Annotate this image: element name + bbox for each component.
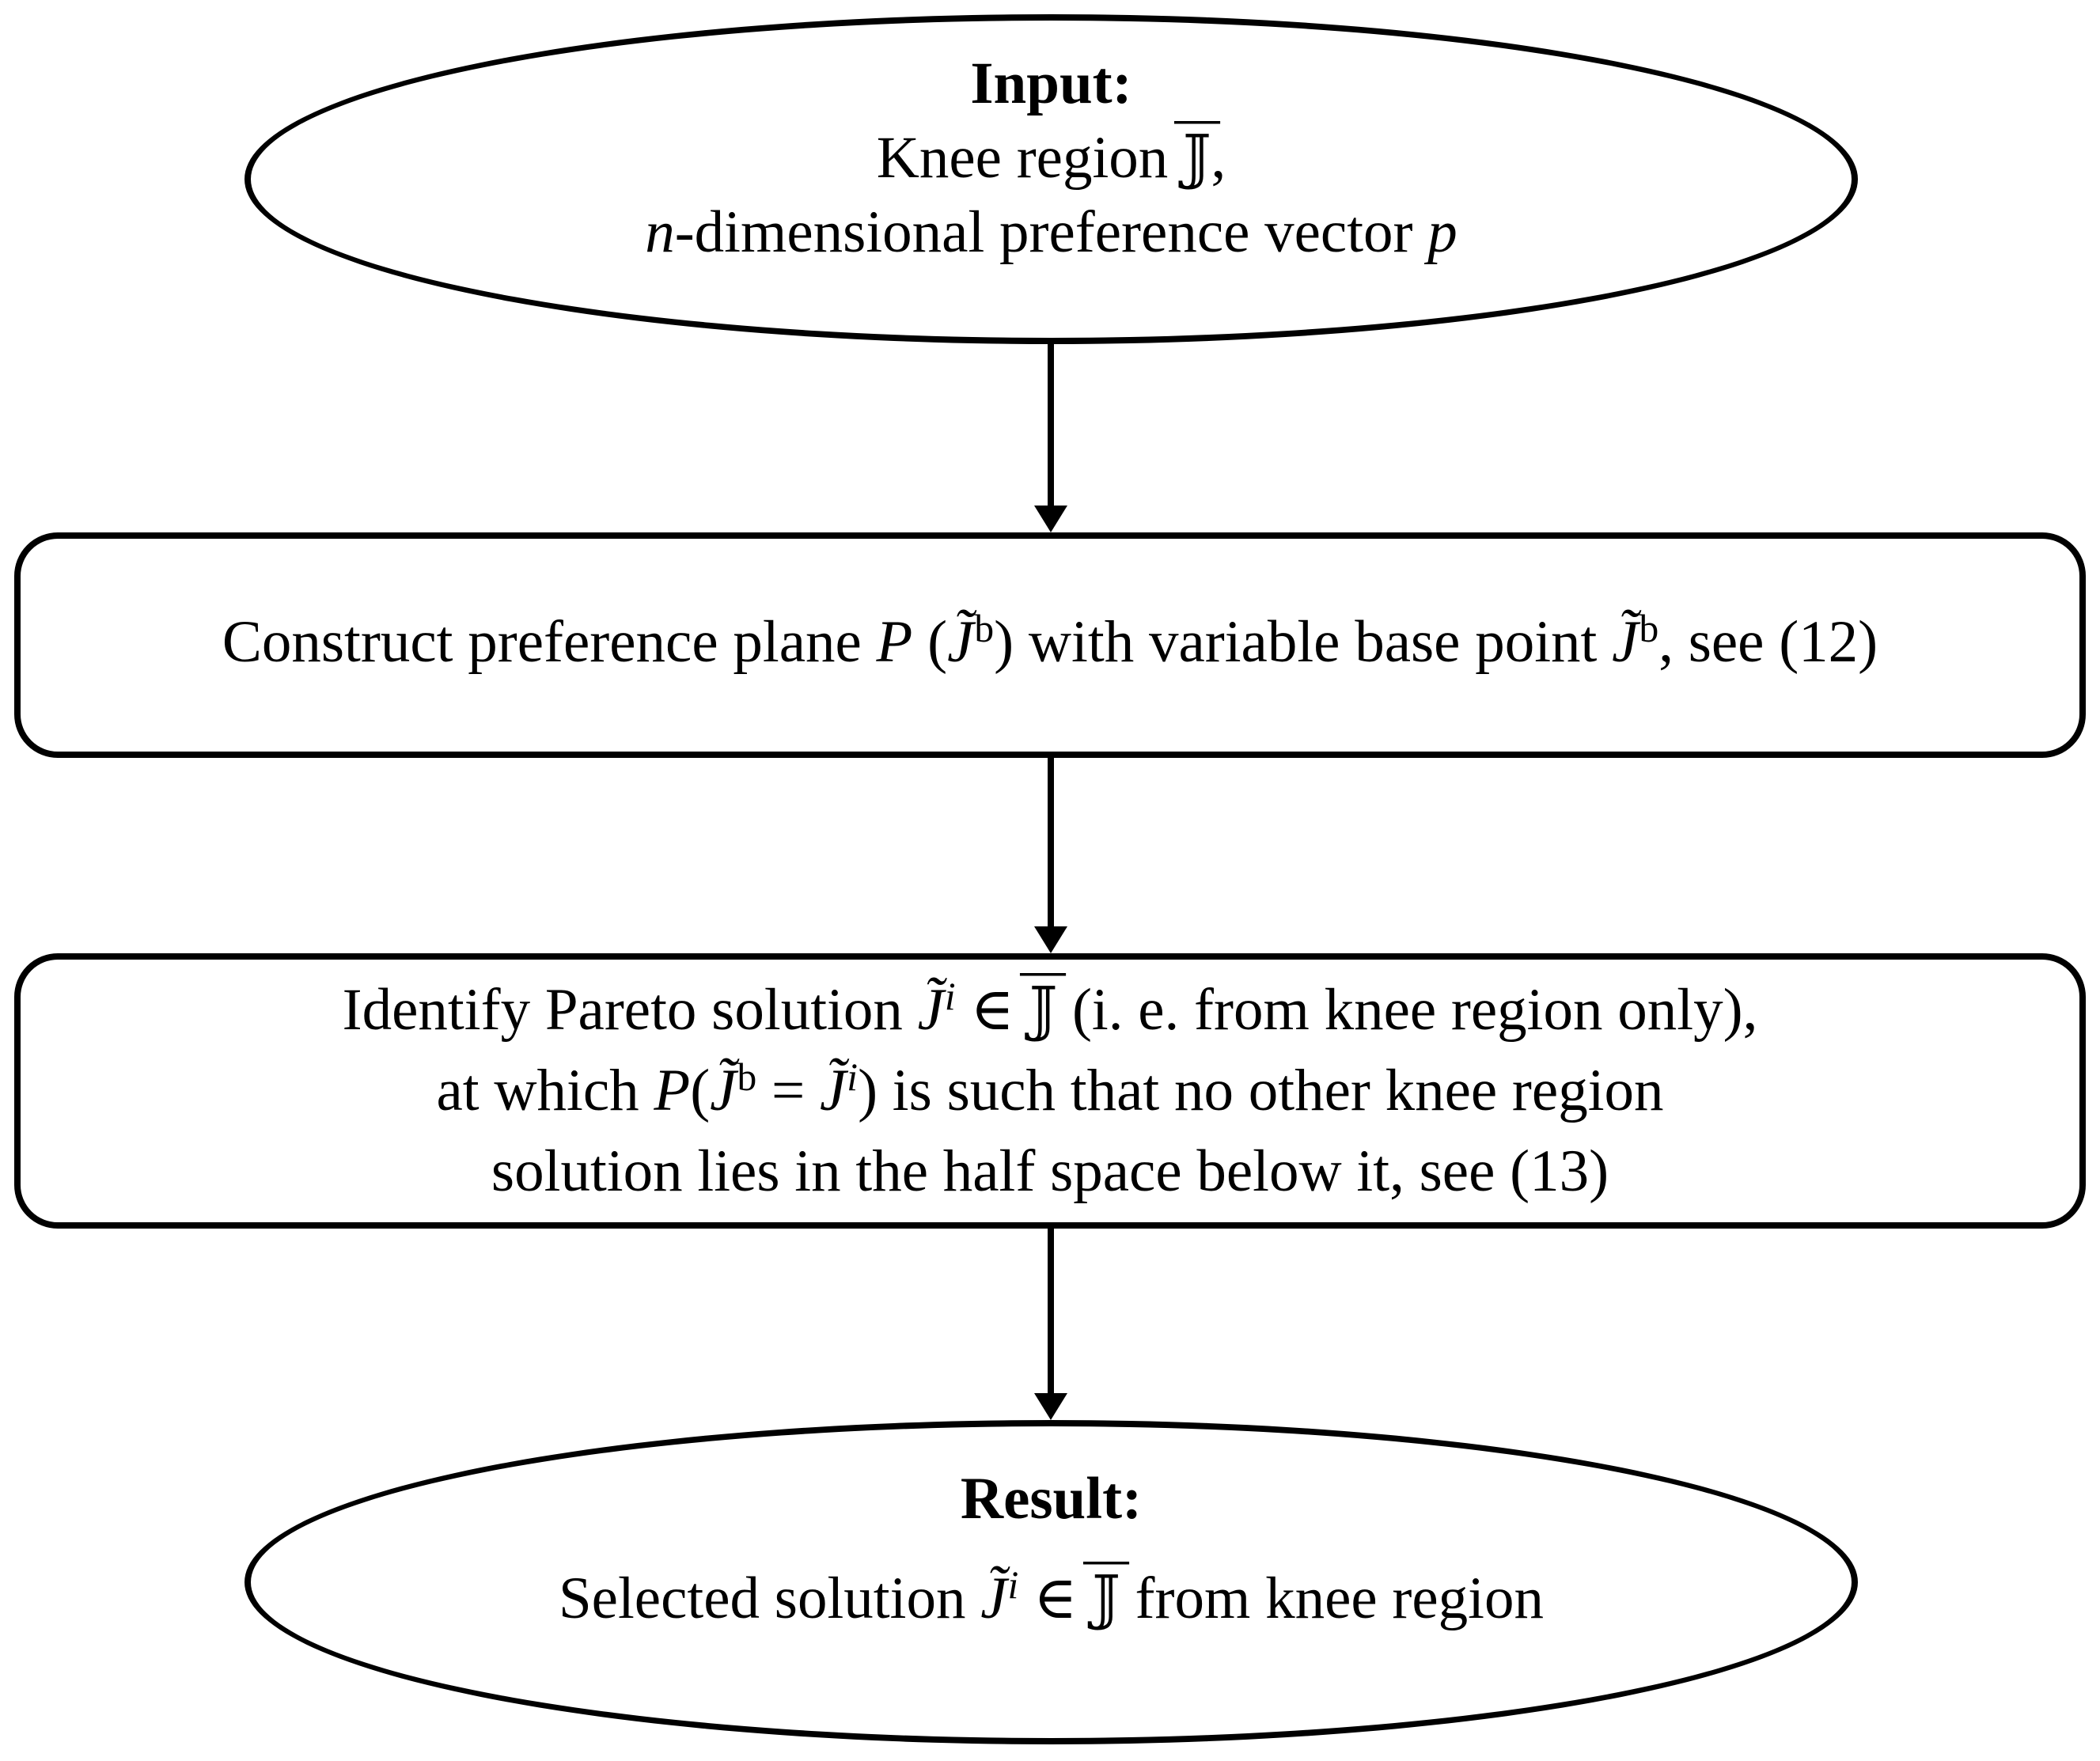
identify-line-1: Identify Pareto solution ˜Ji ∈ ¯𝕁 (i. e.…: [342, 965, 1758, 1043]
result-title: Result:: [960, 1466, 1143, 1532]
node-identify-box: Identify Pareto solution ˜Ji ∈ ¯𝕁 (i. e.…: [14, 953, 2086, 1229]
node-result-ellipse: Result: Selected solution ˜Ji ∈ ¯𝕁 from …: [244, 1420, 1858, 1744]
arrow-stem: [1048, 1225, 1054, 1396]
identify-line-3: solution lies in the half space below it…: [491, 1138, 1609, 1204]
input-line-preference-vector: n-dimensional preference vector p: [645, 199, 1457, 265]
node-construct-box: Construct preference plane P (˜Jb) with …: [14, 532, 2086, 758]
construct-text-block: Construct preference plane P (˜Jb) with …: [21, 596, 2079, 686]
arrowhead-icon: [1034, 926, 1067, 953]
input-line-knee-region: Knee region ¯𝕁,: [876, 113, 1226, 191]
arrow-stem: [1048, 755, 1054, 929]
arrowhead-icon: [1034, 1393, 1067, 1420]
construct-line: Construct preference plane P (˜Jb) with …: [222, 596, 1878, 675]
identify-text-block: Identify Pareto solution ˜Ji ∈ ¯𝕁 (i. e.…: [21, 965, 2079, 1209]
node-input-ellipse: Input: Knee region ¯𝕁, n-dimensional pre…: [244, 14, 1858, 344]
arrowhead-icon: [1034, 506, 1067, 532]
result-text-block: Result: Selected solution ˜Ji ∈ ¯𝕁 from …: [251, 1462, 1852, 1642]
identify-line-2: at which P(˜Jb = ˜Ji) is such that no ot…: [436, 1046, 1664, 1123]
result-line-selected-solution: Selected solution ˜Ji ∈ ¯𝕁 from knee reg…: [558, 1554, 1545, 1631]
input-text-block: Input: Knee region ¯𝕁, n-dimensional pre…: [251, 47, 1852, 270]
input-title: Input:: [970, 51, 1132, 116]
arrow-stem: [1048, 340, 1054, 508]
